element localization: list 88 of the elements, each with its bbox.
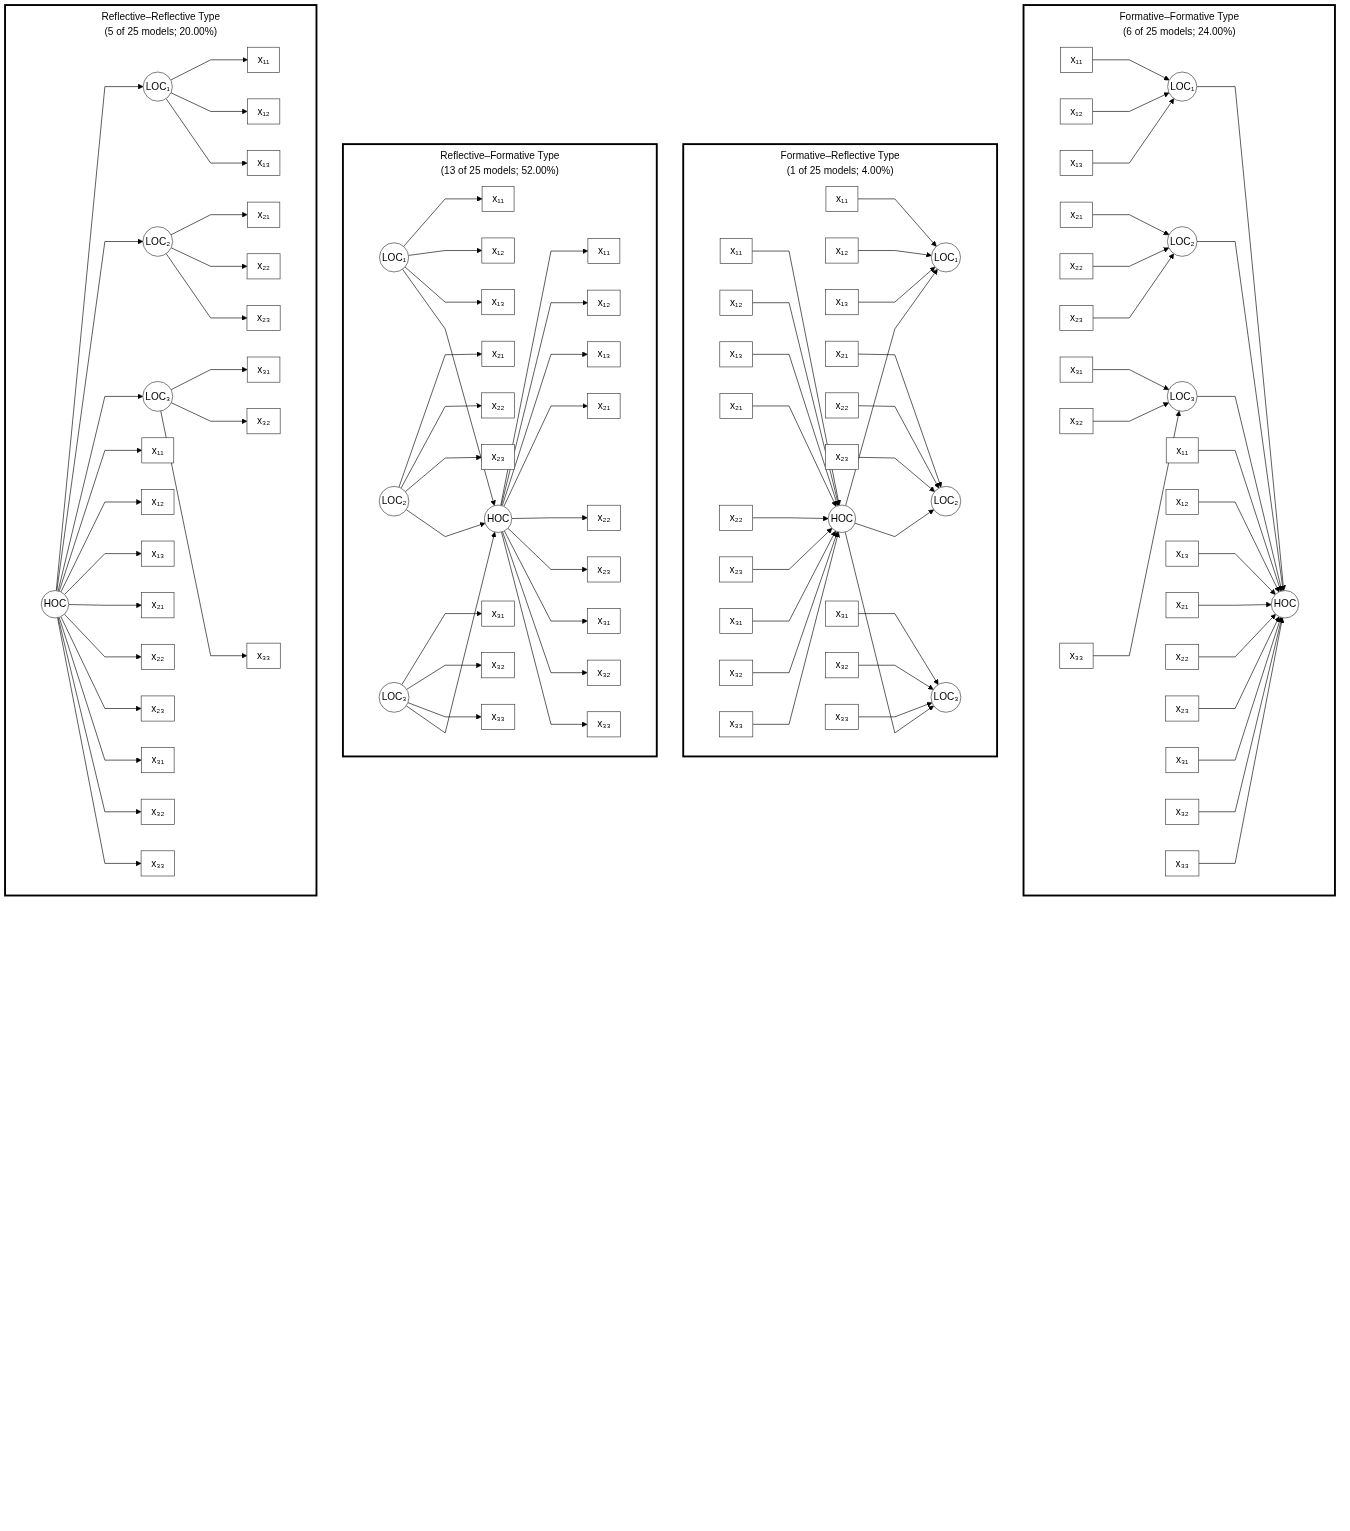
node-box: x₂₁: [247, 201, 281, 228]
node-circle: LOC₂: [1167, 226, 1198, 257]
node-box: x₂₂: [825, 392, 859, 419]
node-box: x₁₂: [247, 98, 281, 125]
node-box: x₂₂: [246, 253, 281, 280]
node-box: x₁₁: [481, 185, 515, 212]
node-box: x₁₃: [1059, 150, 1094, 176]
node-box: x₃₃: [481, 703, 516, 730]
node-box: x₃₂: [825, 652, 859, 679]
node-circle: HOC: [827, 504, 856, 533]
node-circle: LOC₂: [142, 226, 173, 257]
node-box: x₃₃: [719, 711, 754, 738]
node-box: x₂₁: [719, 393, 753, 419]
node-box: x₂₃: [481, 444, 515, 470]
node-box: x₂₃: [140, 695, 175, 722]
node-circle: HOC: [40, 590, 69, 619]
node-box: x₁₃: [141, 540, 175, 567]
node-box: x₃₁: [1059, 356, 1094, 383]
node-circle: HOC: [1271, 590, 1300, 619]
node-box: x₁₂: [141, 489, 175, 515]
node-box: x₂₃: [825, 444, 859, 470]
node-box: x₁₁: [719, 238, 753, 264]
node-box: x₃₂: [1165, 798, 1200, 825]
node-box: x₁₂: [587, 289, 621, 316]
node-box: x₃₃: [1165, 850, 1200, 877]
node-box: x₂₂: [587, 504, 621, 531]
node-circle: LOC₃: [378, 682, 410, 713]
node-box: x₁₁: [587, 238, 621, 264]
node-circle: LOC₁: [142, 71, 173, 102]
node-box: x₁₂: [1165, 489, 1199, 515]
node-box: x₂₁: [481, 340, 515, 367]
node-box: x₂₁: [825, 340, 859, 367]
node-circle: LOC₁: [1167, 71, 1198, 102]
node-box: x₁₂: [481, 237, 515, 264]
node-circle: LOC₂: [378, 486, 410, 517]
node-box: x₃₁: [587, 608, 621, 634]
node-box: x₂₂: [1165, 643, 1200, 670]
node-box: x₃₁: [719, 608, 753, 634]
node-box: x₂₂: [1059, 253, 1094, 280]
node-circle: LOC₃: [142, 381, 174, 412]
node-box: x₃₃: [824, 703, 859, 730]
node-box: x₂₃: [1165, 695, 1200, 722]
node-box: x₁₃: [1165, 540, 1199, 567]
node-box: x₂₁: [141, 592, 175, 619]
node-box: x₂₃: [246, 305, 281, 331]
node-box: x₂₂: [140, 643, 175, 670]
node-box: x₃₂: [586, 659, 621, 686]
node-box: x₂₂: [481, 392, 515, 419]
node-box: x₁₃: [481, 289, 515, 316]
node-box: x₂₁: [587, 393, 621, 419]
node-box: x₁₂: [719, 289, 753, 316]
node-box: x₁₁: [1060, 46, 1093, 73]
node-box: x₂₃: [586, 556, 621, 583]
node-box: x₁₁: [1165, 437, 1199, 464]
node-box: x₁₃: [825, 289, 859, 316]
node-box: x₂₁: [1059, 201, 1093, 228]
node-box: x₁₁: [825, 185, 859, 212]
node-box: x₃₁: [481, 600, 515, 627]
node-box: x₂₃: [1059, 305, 1094, 331]
node-box: x₃₃: [140, 850, 175, 877]
node-box: x₃₁: [141, 747, 175, 774]
node-box: x₁₂: [1059, 98, 1093, 125]
node-box: x₃₂: [246, 408, 281, 435]
node-box: x₂₃: [719, 556, 754, 583]
node-box: x₁₃: [719, 341, 753, 368]
node-circle: LOC₃: [1166, 381, 1198, 412]
node-box: x₂₂: [719, 504, 753, 531]
node-box: x₃₂: [719, 659, 754, 686]
node-box: x₃₃: [586, 711, 621, 738]
node-box: x₃₂: [140, 798, 175, 825]
node-box: x₂₁: [1165, 592, 1199, 619]
node-box: x₃₃: [246, 642, 281, 669]
node-box: x₃₁: [1165, 747, 1199, 774]
node-box: x₃₃: [1059, 642, 1094, 669]
node-box: x₃₁: [246, 356, 281, 383]
node-box: x₁₁: [247, 46, 280, 73]
node-circle: LOC₃: [930, 682, 962, 713]
node-circle: HOC: [484, 504, 513, 533]
node-box: x₁₁: [141, 437, 175, 464]
node-box: x₁₂: [825, 237, 859, 264]
node-circle: LOC₁: [931, 242, 961, 273]
node-box: x₁₃: [246, 150, 281, 176]
node-circle: LOC₂: [930, 486, 962, 517]
node-box: x₃₁: [825, 600, 859, 627]
node-box: x₁₃: [587, 341, 621, 368]
node-box: x₃₂: [1059, 408, 1094, 435]
node-box: x₃₂: [481, 652, 515, 679]
node-circle: LOC₁: [379, 242, 409, 273]
